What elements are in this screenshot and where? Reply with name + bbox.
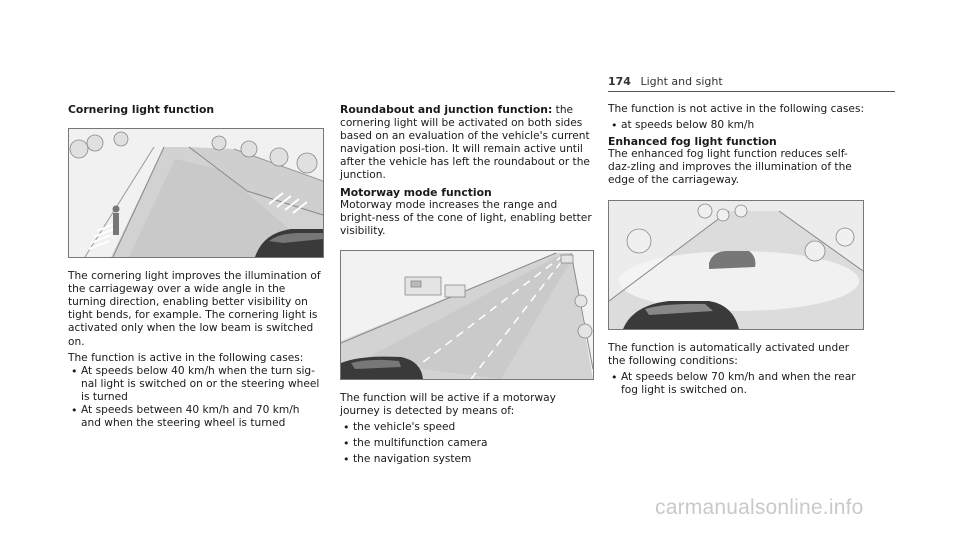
- column-fog-light: The function is not active in the follow…: [608, 103, 868, 397]
- column-cornering: Cornering light function The cornering l…: [68, 103, 324, 430]
- page-header: 174 Light and sight: [608, 75, 723, 88]
- list-item: At speeds below 40 km/h when the turn si…: [68, 365, 322, 404]
- roundabout-heading: Roundabout and junction function:: [340, 103, 553, 116]
- list-item: the vehicle's speed: [340, 421, 594, 434]
- roundabout-paragraph: Roundabout and junction function: the co…: [340, 103, 594, 183]
- cornering-description: The cornering light improves the illumin…: [68, 270, 321, 348]
- column-roundabout-motorway: Roundabout and junction function: the co…: [340, 103, 594, 467]
- roundabout-text: the cornering light will be activated on…: [340, 104, 590, 182]
- cornering-cases-list: At speeds below 40 km/h when the turn si…: [68, 365, 322, 430]
- cornering-cases-intro: The function is active in the following …: [68, 351, 304, 364]
- page-number: 174: [608, 75, 631, 88]
- motorway-inactive-intro: The function is not active in the follow…: [608, 103, 865, 115]
- fog-light-illustration: [608, 199, 864, 330]
- list-item: At speeds between 40 km/h and 70 km/h an…: [68, 404, 322, 430]
- fog-conditions-intro: The function is automatically activated …: [608, 341, 850, 367]
- motorway-text: Motorway mode increases the range and br…: [340, 198, 592, 237]
- motorway-detection-list: the vehicle's speed the multifunction ca…: [340, 421, 594, 466]
- motorway-detection-intro: The function will be active if a motorwa…: [340, 391, 556, 418]
- section-title: Light and sight: [640, 75, 723, 88]
- motorway-inactive-list: at speeds below 80 km/h: [608, 119, 868, 132]
- list-item: at speeds below 80 km/h: [608, 119, 868, 132]
- fog-text: The enhanced fog light function reduces …: [608, 148, 852, 187]
- motorway-illustration: [340, 249, 594, 380]
- header-rule: [608, 91, 895, 92]
- fog-conditions-list: At speeds below 70 km/h and when the rea…: [608, 371, 868, 397]
- watermark: carmanualsonline.info: [655, 496, 864, 519]
- cornering-illustration: [68, 128, 324, 259]
- list-item: the multifunction camera: [340, 437, 594, 450]
- cornering-heading: Cornering light function: [68, 103, 215, 116]
- list-item: the navigation system: [340, 453, 594, 466]
- list-item: At speeds below 70 km/h and when the rea…: [608, 371, 868, 397]
- fog-heading: Enhanced fog light function: [608, 135, 777, 149]
- motorway-heading: Motorway mode function: [340, 185, 492, 199]
